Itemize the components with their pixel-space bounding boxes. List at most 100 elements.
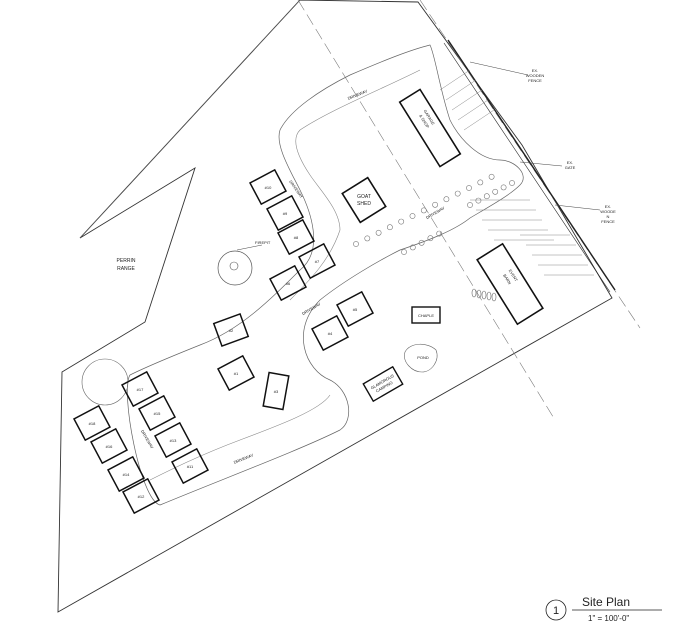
cabin-10[interactable]: #10 (248, 168, 288, 206)
leader-fence-top (469, 61, 529, 76)
cabin-14[interactable]: #14 (106, 455, 146, 493)
cabin-label: #18 (89, 421, 96, 426)
cabin-outline (216, 354, 256, 392)
cabin-16[interactable]: #16 (89, 427, 129, 465)
goat-shed-label-2: SHED (357, 201, 371, 207)
cabin-label: #14 (123, 472, 130, 477)
cabin-label: #10 (265, 185, 272, 190)
cabin-outline (276, 218, 316, 256)
tree (467, 202, 473, 208)
pond-label: POND (417, 355, 429, 360)
leader-fence-right (554, 204, 601, 211)
tree (509, 180, 515, 186)
fence-callout-right-2: WOODE (600, 209, 616, 214)
parking-area (470, 199, 594, 276)
cabin-label: #9 (283, 211, 288, 216)
tree (500, 184, 507, 191)
cabin-outline (212, 312, 250, 348)
perrin-range-label-2: RANGE (117, 266, 135, 272)
perrin-range-label: PERRIN (117, 258, 136, 264)
cabin-13[interactable]: #13 (153, 421, 193, 459)
cabin-6[interactable]: #6 (268, 264, 308, 302)
cabin-label: #17 (137, 387, 144, 392)
cabin-label: #2 (229, 328, 234, 333)
cabin-label: #8 (294, 235, 299, 240)
cabin-outline (106, 455, 146, 493)
sheet-scale: 1" = 100'-0" (588, 614, 629, 623)
fence-callout-top-3: FENCE (528, 78, 542, 83)
cabin-outline (72, 404, 112, 442)
tree (398, 218, 405, 225)
cabin-group: #1 #2 #3 #4#5 #6 #7 #8 #9 #10 #11 #12 #13 #14 #15 #16 #… (72, 168, 375, 515)
cabin-3[interactable]: #3 (262, 371, 290, 411)
fence-callout-right-3: N (607, 214, 610, 219)
fence-callout-right-4: FENCE (601, 219, 615, 224)
cabin-5[interactable]: #5 (335, 290, 375, 328)
tree (409, 213, 416, 219)
cabin-7[interactable]: #7 (297, 242, 337, 280)
tree-row-2 (401, 230, 443, 255)
parking-spots-garage (439, 69, 495, 131)
cabin-11[interactable]: #11 (170, 447, 210, 485)
cabin-label: #4 (328, 331, 333, 336)
gate-callout-1: EX. (567, 160, 573, 165)
cabin-label: #13 (170, 438, 177, 443)
driveway-label-center: DRIVEWAY (301, 301, 322, 316)
cabin-4[interactable]: #4 (310, 314, 350, 352)
tree (409, 244, 416, 251)
cabin-outline (89, 427, 129, 465)
cabin-outline (153, 421, 193, 459)
gate-callout-2: GATE (565, 165, 576, 170)
driveway-lower-edge (149, 394, 331, 481)
cabin-1[interactable]: #1 (216, 354, 256, 392)
cabin-label: #12 (138, 494, 145, 499)
tree (483, 193, 490, 200)
fence-callout-top-1: EX. (532, 68, 538, 73)
tree (492, 188, 499, 195)
driveway-inner-edge (289, 69, 421, 301)
chapel-building[interactable] (411, 306, 441, 324)
tree (375, 229, 382, 236)
cabin-label: #7 (315, 259, 320, 264)
cabin-label: #11 (187, 464, 194, 469)
tree (427, 235, 434, 242)
firepit-center (229, 261, 239, 271)
fence-line-inner (443, 42, 611, 293)
garage-shop-building[interactable] (398, 88, 462, 168)
glamping-building[interactable] (362, 365, 404, 403)
cabin-8[interactable]: #8 (276, 218, 316, 256)
fence-line (447, 39, 616, 291)
cabin-17[interactable]: #17 (120, 370, 160, 408)
cabin-outline (268, 264, 308, 302)
cabin-12[interactable]: #12 (121, 477, 161, 515)
cabin-outline (310, 314, 350, 352)
tree (466, 185, 472, 191)
tree-row-1 (353, 173, 495, 247)
view-number: 1 (553, 605, 559, 617)
driveway-outline (127, 44, 524, 506)
tree (420, 207, 427, 214)
cabin-9[interactable]: #9 (265, 194, 305, 232)
cabin-label: #1 (234, 371, 239, 376)
cabin-2[interactable]: #2 (212, 312, 250, 348)
cabin-15[interactable]: #15 (137, 394, 177, 432)
cabin-outline (137, 394, 177, 432)
chapel-label: CHAPLE (418, 313, 434, 318)
driveway-label-top: DRIVEWAY (347, 88, 369, 101)
tree (353, 241, 359, 247)
cabin-18[interactable]: #18 (72, 404, 112, 442)
event-barn-label-2: BARN (502, 273, 512, 285)
tree (432, 201, 438, 208)
leader-firepit (236, 244, 263, 251)
sheet-title: Site Plan (582, 595, 630, 609)
tree (386, 224, 393, 231)
tree (488, 173, 495, 180)
cabin-outline (335, 290, 375, 328)
event-barn-building[interactable] (476, 242, 544, 326)
cabin-outline (297, 242, 337, 280)
firepit-label: FIREPIT (255, 240, 271, 245)
boundary-line-north (79, 0, 301, 239)
goat-shed-building[interactable] (341, 176, 387, 224)
cabin-label: #16 (106, 444, 113, 449)
